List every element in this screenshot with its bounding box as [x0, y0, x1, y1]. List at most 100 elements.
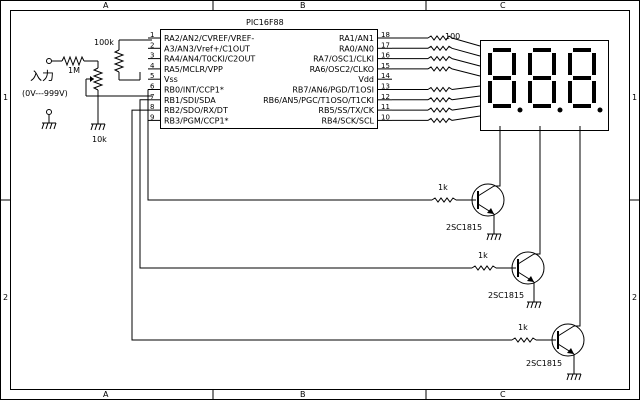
ground-hatch	[526, 301, 530, 309]
mcu-left-pin-label: RB0/INT/CCP1*	[164, 86, 224, 95]
mcu-left-pin-number: 5	[150, 72, 154, 80]
mcu-right-pin-number: 15	[381, 62, 390, 70]
segment-resistors	[392, 35, 481, 124]
segment-bus-wire	[451, 37, 481, 47]
base-resistor-label: 1k	[438, 183, 448, 192]
transistor-body	[511, 251, 545, 285]
ground-hatch	[490, 233, 494, 241]
transistor-label: 2SC1815	[526, 359, 562, 368]
segment-resistor	[427, 117, 453, 124]
segment-resistor-label: 100	[445, 32, 460, 41]
base-wire	[147, 89, 432, 201]
mcu-left-pin-label: Vss	[164, 75, 178, 84]
base-resistor	[471, 265, 497, 271]
mcu-left-pin-label: RB3/PGM/CCP1*	[164, 116, 229, 125]
mcu-right-pin-label: RB4/SCK/SCL	[321, 116, 374, 125]
col-label-b-bottom: B	[300, 390, 306, 399]
ground-hatch	[574, 373, 578, 381]
ground-hatch	[494, 233, 498, 241]
segment-bus-wire	[451, 68, 481, 77]
seven-segment-display	[480, 40, 609, 131]
segment-bus-wire	[451, 85, 481, 90]
mcu-right-pin-number: 11	[381, 103, 390, 111]
digit	[568, 48, 603, 113]
transistor-label: 2SC1815	[446, 223, 482, 232]
transistor-body	[471, 183, 505, 217]
wiper-arrow	[90, 76, 94, 82]
mcu-right-pin-label: RA1/AN1	[339, 34, 374, 43]
segment-dp	[597, 107, 603, 113]
mcu-right-pin-number: 12	[381, 93, 390, 101]
collector-wire	[574, 126, 581, 327]
segment-resistor	[427, 55, 453, 62]
col-label-a: A	[103, 1, 109, 10]
mcu-left-pin-label: RA5/MCLR/VPP	[164, 65, 223, 74]
gnd-terminal	[46, 109, 52, 115]
mcu-left-pin-number: 9	[150, 113, 154, 121]
mcu-name: PIC16F88	[246, 18, 284, 27]
mcu-right-pin-number: 13	[381, 83, 390, 91]
base-wire	[139, 99, 472, 269]
segment-resistor	[427, 45, 453, 52]
mcu-left-pin-number: 3	[150, 52, 154, 60]
driver-stage: 1k 2SC1815	[147, 89, 505, 241]
emitter-arrow	[567, 348, 574, 354]
mcu-right-pin-number: 16	[381, 52, 390, 60]
display-digits	[488, 48, 603, 113]
potentiometer-10k	[92, 67, 104, 91]
ground-hatch	[530, 301, 534, 309]
segment-dp	[557, 107, 563, 113]
mcu-right-pin-label: RB6/AN5/PGC/T1OSO/T1CKI	[263, 96, 374, 105]
row-label-1: 1	[3, 93, 8, 102]
row-label-2: 2	[3, 293, 8, 302]
ground-hatch	[498, 233, 502, 241]
mcu-right-pin-label: RA6/OSC2/CLKO	[310, 65, 374, 74]
transistor-collector	[517, 253, 535, 265]
digit	[528, 48, 563, 113]
mcu-right-pin-label: RA0/AN0	[339, 44, 374, 53]
base-resistor-label: 1k	[518, 323, 528, 332]
mcu-right-pin-number: 14	[381, 72, 390, 80]
input-title: 入力	[30, 69, 54, 83]
mcu-left-pin-number: 7	[150, 93, 154, 101]
mcu-right-pin-label: RB7/AN6/PGD/T1OSI	[292, 86, 374, 95]
emitter-arrow	[487, 208, 494, 214]
mcu-right-pin-number: 18	[381, 31, 390, 39]
ground-hatch	[538, 301, 542, 309]
segment-resistor	[427, 66, 453, 72]
ground-symbol-input	[41, 122, 57, 130]
ground-symbol-pot	[90, 123, 106, 131]
ground-hatch	[570, 373, 574, 381]
transistor-collector	[477, 185, 495, 197]
base-resistor	[511, 337, 537, 343]
base-wire	[131, 109, 512, 341]
mcu-left-pin-label: RA4/AN4/T0CKI/C2OUT	[164, 55, 255, 64]
mcu-left-pin-number: 1	[150, 31, 154, 39]
base-resistor	[431, 197, 457, 203]
segment-resistor	[427, 107, 453, 113]
driver-stage: 1k 2SC1815	[131, 109, 585, 381]
input-range: (0V---999V)	[22, 89, 68, 98]
col-label-a-bottom: A	[103, 390, 109, 399]
mcu-left-pin-number: 6	[150, 83, 155, 91]
segment-bus-wire	[451, 105, 481, 111]
col-label-c: C	[500, 1, 506, 10]
ground-hatch	[534, 301, 538, 309]
row-label-1-right: 1	[632, 93, 637, 102]
transistor-collector	[557, 325, 575, 337]
mcu-right-pin-label: Vdd	[358, 75, 374, 84]
mcu-left-pin-number: 8	[150, 103, 154, 111]
driver-stage: 1k 2SC1815	[139, 99, 545, 309]
segment-resistor	[427, 35, 453, 41]
col-label-b: B	[300, 1, 306, 10]
mcu-right-pin-number: 17	[381, 41, 390, 49]
transistor-body	[551, 323, 585, 357]
mcu-left-pin-label: RA2/AN2/CVREF/VREF-	[164, 34, 254, 43]
mcu-left-pin-label: RB2/SDO/RX/DT	[164, 106, 228, 115]
row-label-2-right: 2	[632, 293, 637, 302]
collector-wire	[534, 126, 541, 255]
mcu-left-pin-number: 2	[150, 41, 154, 49]
